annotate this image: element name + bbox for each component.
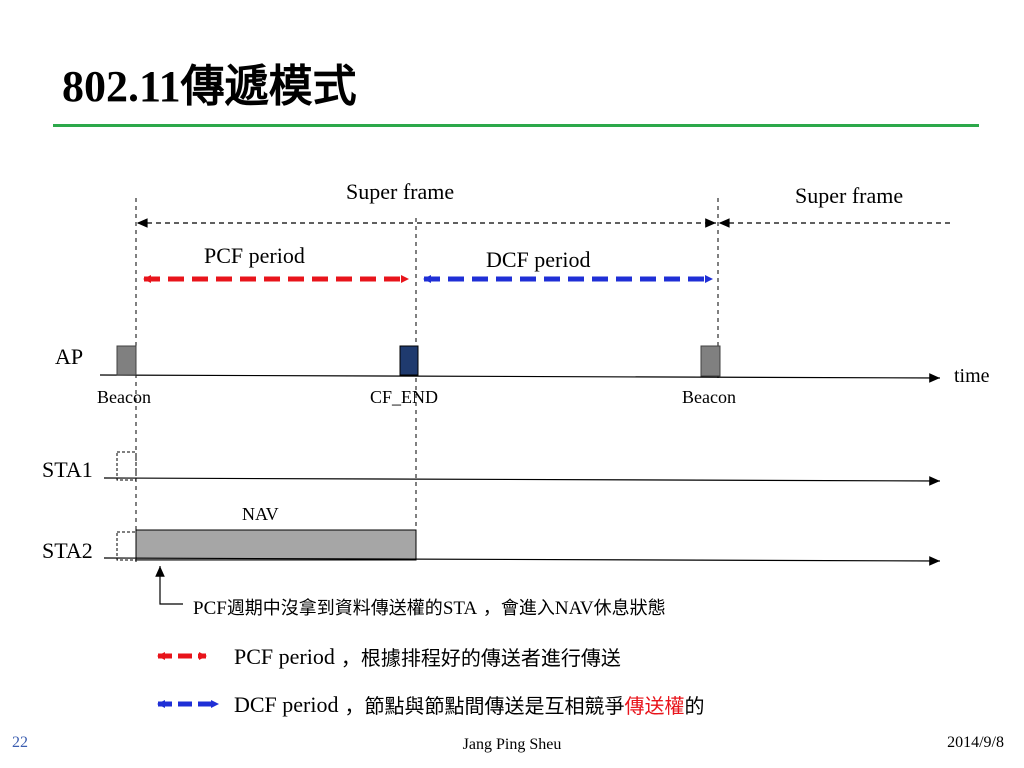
note-text-2: ，會進入	[477, 598, 555, 619]
nav-block	[135, 529, 417, 561]
legend-dcf-highlight: 傳送權	[624, 694, 685, 718]
beacon-label-2: Beacon	[682, 387, 736, 407]
legend-dcf-desc: ，節點與節點間傳送是互相競爭	[344, 694, 625, 718]
note-callout-arrow	[155, 566, 183, 605]
legend-dcf: DCF period ，節點與節點間傳送是互相競爭傳送權的	[226, 690, 705, 719]
footer-date: 2014/9/8	[947, 734, 1004, 751]
beacon-frame-1	[116, 345, 137, 376]
sta2-label: STA2	[42, 538, 93, 563]
note-sta: STA	[442, 598, 478, 619]
pcf-period-label: PCF period	[204, 243, 305, 268]
super-frame-label-2: Super frame	[795, 183, 903, 208]
legend-pcf-label: PCF period	[234, 643, 335, 669]
sta2-timeline	[103, 556, 941, 566]
page-title: 802.11傳遞模式	[62, 62, 357, 111]
ap-timeline	[99, 373, 941, 383]
sta2-placeholder-box	[116, 531, 137, 561]
legend-dcf-tail: 的	[684, 694, 705, 718]
title-divider	[53, 124, 979, 127]
sta1-placeholder-box	[116, 451, 137, 481]
dcf-period-label: DCF period	[486, 247, 591, 272]
footer-author: Jang Ping Sheu	[462, 736, 562, 753]
nav-note: PCF週期中沒拿到資料傳送權的STA ，會進入NAV休息狀態	[193, 594, 666, 620]
legend-pcf: PCF period ，根據排程好的傳送者進行傳送	[226, 642, 621, 671]
cf-end-frame	[399, 345, 419, 376]
note-text: 週期中沒拿到資料傳送權的	[226, 598, 443, 619]
note-text-3: 休息狀態	[593, 598, 666, 619]
beacon-label-1: Beacon	[97, 387, 151, 407]
time-label: time	[954, 365, 990, 387]
legend-dcf-label: DCF period	[234, 691, 339, 717]
nav-label: NAV	[242, 504, 279, 524]
sta1-timeline	[103, 476, 941, 486]
note-nav: NAV	[554, 598, 594, 619]
ap-label: AP	[55, 344, 83, 369]
sta1-label: STA1	[42, 457, 93, 482]
legend-pcf-desc: ，根據排程好的傳送者進行傳送	[340, 646, 621, 670]
beacon-frame-2	[700, 345, 721, 377]
cf-end-label: CF_END	[370, 387, 438, 407]
note-prefix: PCF	[193, 598, 227, 619]
super-frame-label-1: Super frame	[346, 179, 454, 204]
page-number: 22	[12, 734, 28, 751]
